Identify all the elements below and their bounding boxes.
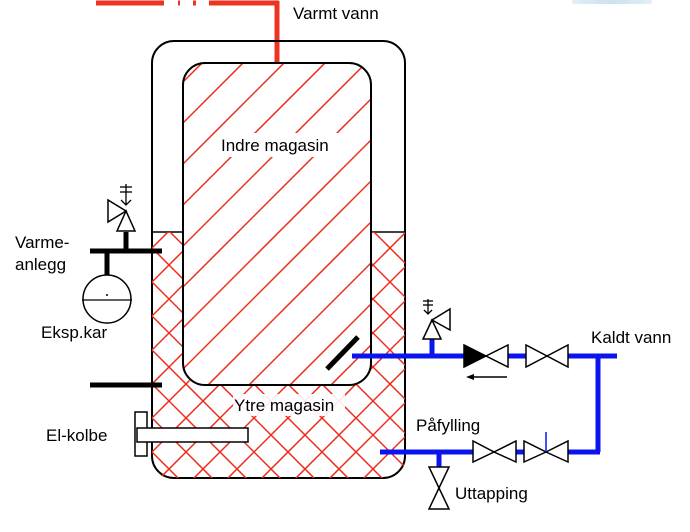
hatch-line: [556, 210, 690, 490]
hatch-line: [233, 63, 371, 385]
hatch-line: [181, 232, 405, 478]
hatch-line: [183, 63, 371, 385]
hatch-line: [0, 60, 164, 400]
safety-valve-icon: [421, 299, 451, 340]
cold-water-pipe: [352, 339, 617, 467]
safety-valve-icon: [107, 184, 137, 232]
immersion-heater-label: El-kolbe: [46, 426, 107, 445]
hatch-line: [183, 63, 206, 385]
hatch-line: [0, 210, 88, 490]
hatch-line: [152, 232, 259, 478]
watermark-logo: [572, 0, 652, 4]
heating-system-label-1: Varme-: [15, 233, 69, 252]
hatch-line: [624, 210, 690, 490]
hatch-line: [624, 210, 690, 490]
hatch-line: [0, 210, 88, 490]
hatch-line: [183, 63, 247, 385]
heating-system: [90, 232, 162, 388]
hatch-line: [454, 210, 690, 490]
hatch-line: [522, 210, 690, 490]
hatch-line: [0, 210, 54, 490]
hatch-line: [283, 232, 405, 478]
inner-tank: [182, 62, 372, 386]
hatch-line: [590, 210, 690, 490]
hatch-line: [685, 60, 690, 400]
hatch-line: [315, 63, 371, 385]
inner-tank-label: Indre magasin: [221, 136, 329, 155]
shutoff-valve-icon: [525, 343, 569, 369]
hatch-line: [183, 63, 329, 385]
outer-tank-label: Ytre magasin: [234, 396, 334, 415]
hatch-line: [522, 210, 690, 490]
hatch-line: [398, 60, 690, 400]
hatch-line: [351, 232, 405, 478]
sensor-bar: [325, 335, 360, 371]
filling-label: Påfylling: [416, 416, 480, 435]
hot-water-label: Varmt vann: [293, 4, 379, 23]
hatch-line: [0, 210, 20, 490]
hatch-line: [152, 232, 225, 478]
check-valve-icon: [463, 343, 509, 369]
hatch-line: [488, 210, 690, 490]
hatch-line: [192, 63, 371, 385]
hatch-line: [152, 232, 293, 478]
hatch-line: [562, 60, 690, 400]
hatch-line: [658, 210, 690, 490]
hatch-line: [644, 60, 690, 400]
heating-system-label-2: anlegg: [15, 255, 66, 274]
hatch-line: [183, 63, 288, 385]
hatch-line: [658, 210, 690, 490]
hatch-line: [556, 210, 690, 490]
hatch-line: [488, 210, 690, 490]
hatch-line: [521, 60, 690, 400]
hatch-line: [183, 63, 371, 385]
hot-water-pipe: [96, 0, 280, 63]
hatch-line: [274, 63, 371, 385]
shutoff-valve-icon: [523, 432, 569, 464]
hatch-line: [183, 63, 371, 385]
hatch-line: [590, 210, 690, 490]
hatch-line: [603, 60, 690, 400]
shutoff-valve-icon: [472, 439, 517, 464]
expansion-tank-label: Eksp.kar: [41, 323, 107, 342]
hatch-line: [183, 63, 370, 385]
hatch-line: [317, 232, 405, 478]
hatch-line: [152, 232, 225, 478]
outer-tank-shell: [151, 40, 406, 479]
inner-tank-hatch: [0, 60, 690, 400]
hatch-line: [356, 63, 371, 385]
expansion-vessel-icon: [82, 274, 132, 324]
hatch-line: [0, 210, 54, 490]
hatch-line: [454, 210, 690, 490]
immersion-heater-icon: [134, 411, 249, 457]
hatch-line: [351, 232, 405, 478]
drain-valve-icon: [427, 466, 451, 510]
drain-label: Uttapping: [455, 484, 528, 503]
cold-water-label: Kaldt vann: [591, 328, 671, 347]
hatch-line: [0, 210, 20, 490]
hatch-line: [480, 60, 690, 400]
hatch-line: [0, 60, 123, 400]
